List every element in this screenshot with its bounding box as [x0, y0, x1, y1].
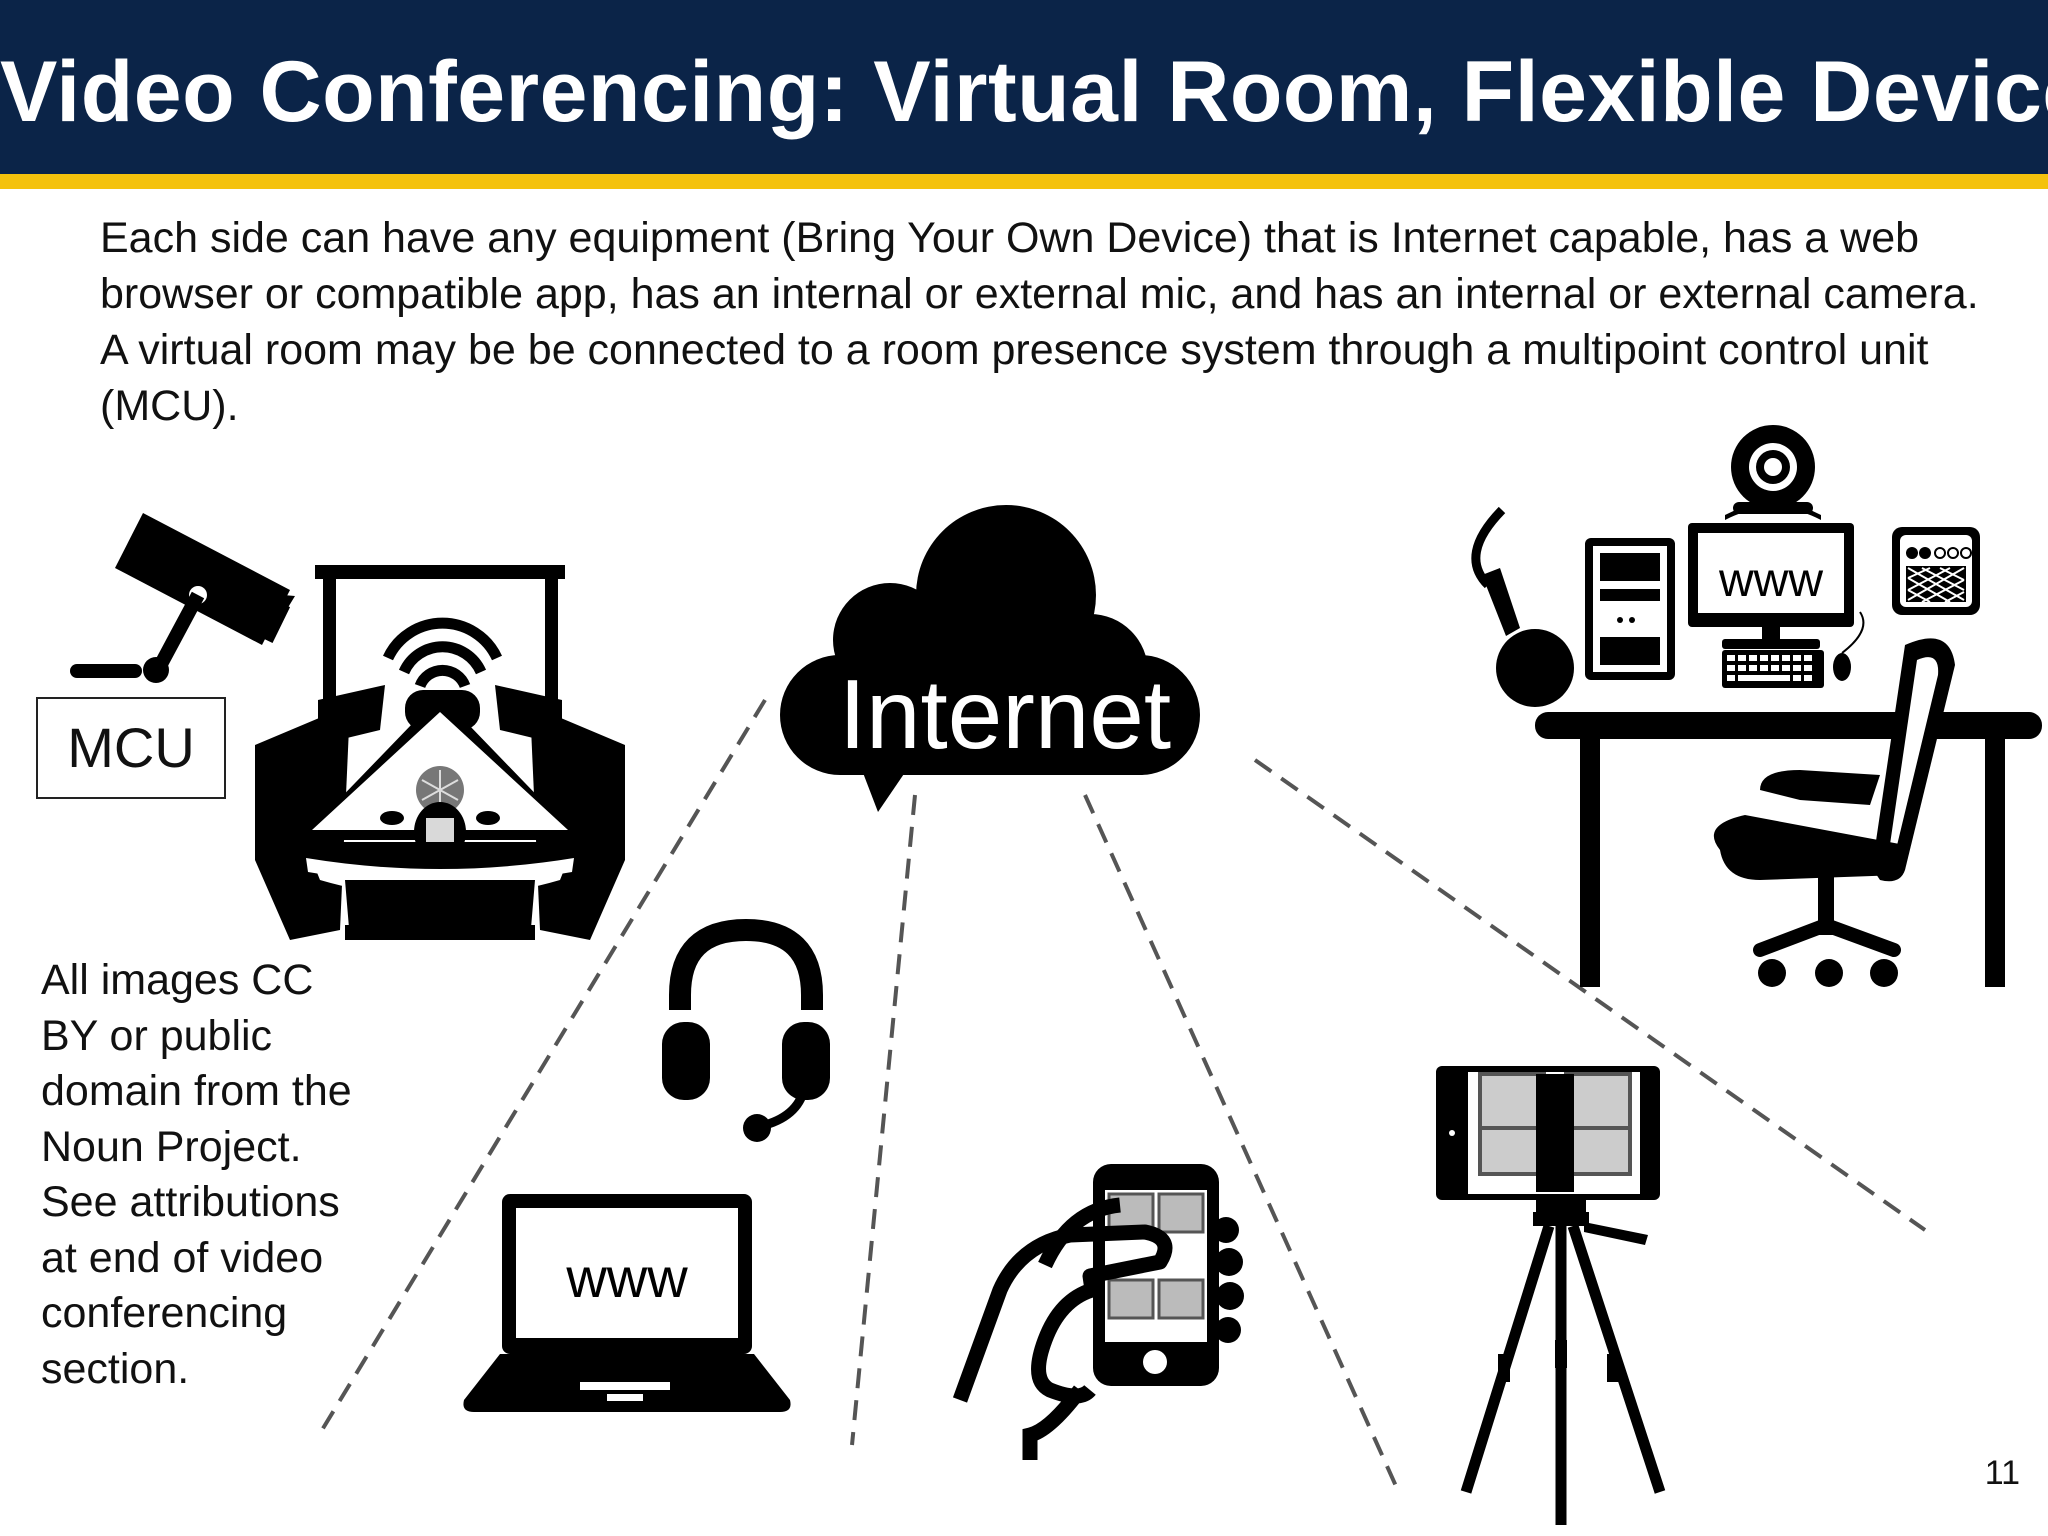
internet-cloud-icon: Internet — [780, 505, 1200, 812]
tablet-on-tripod-icon — [1436, 1066, 1666, 1525]
attribution-note: All images CC BY or public domain from t… — [41, 956, 352, 1393]
mcu-label-box: MCU — [36, 697, 226, 799]
slide-title: Video Conferencing: Virtual Room, Flexib… — [0, 44, 2048, 140]
smartphone-in-hand-icon — [952, 1164, 1244, 1460]
desktop-workstation-icon: www — [1471, 425, 2042, 987]
desktop-screen-label: www — [1718, 554, 1823, 607]
title-accent-stripe — [0, 174, 2048, 189]
title-bar — [0, 0, 2048, 174]
headset-icon — [662, 918, 830, 1142]
connector-line-desktop — [1253, 758, 1927, 1232]
connector-line-laptop — [850, 794, 917, 1446]
connector-lines — [320, 698, 1927, 1496]
connector-line-phone — [1083, 794, 1402, 1496]
laptop-icon: www — [463, 1194, 791, 1412]
security-camera-icon — [70, 513, 295, 683]
conference-room-icon — [255, 565, 625, 940]
webcam-icon — [1725, 425, 1821, 520]
laptop-screen-label: www — [565, 1246, 688, 1309]
page-number: 11 — [1984, 1454, 2020, 1492]
internet-label: Internet — [839, 659, 1171, 769]
intro-paragraph: Each side can have any equipment (Bring … — [100, 214, 1979, 430]
connector-line-room — [320, 698, 767, 1432]
